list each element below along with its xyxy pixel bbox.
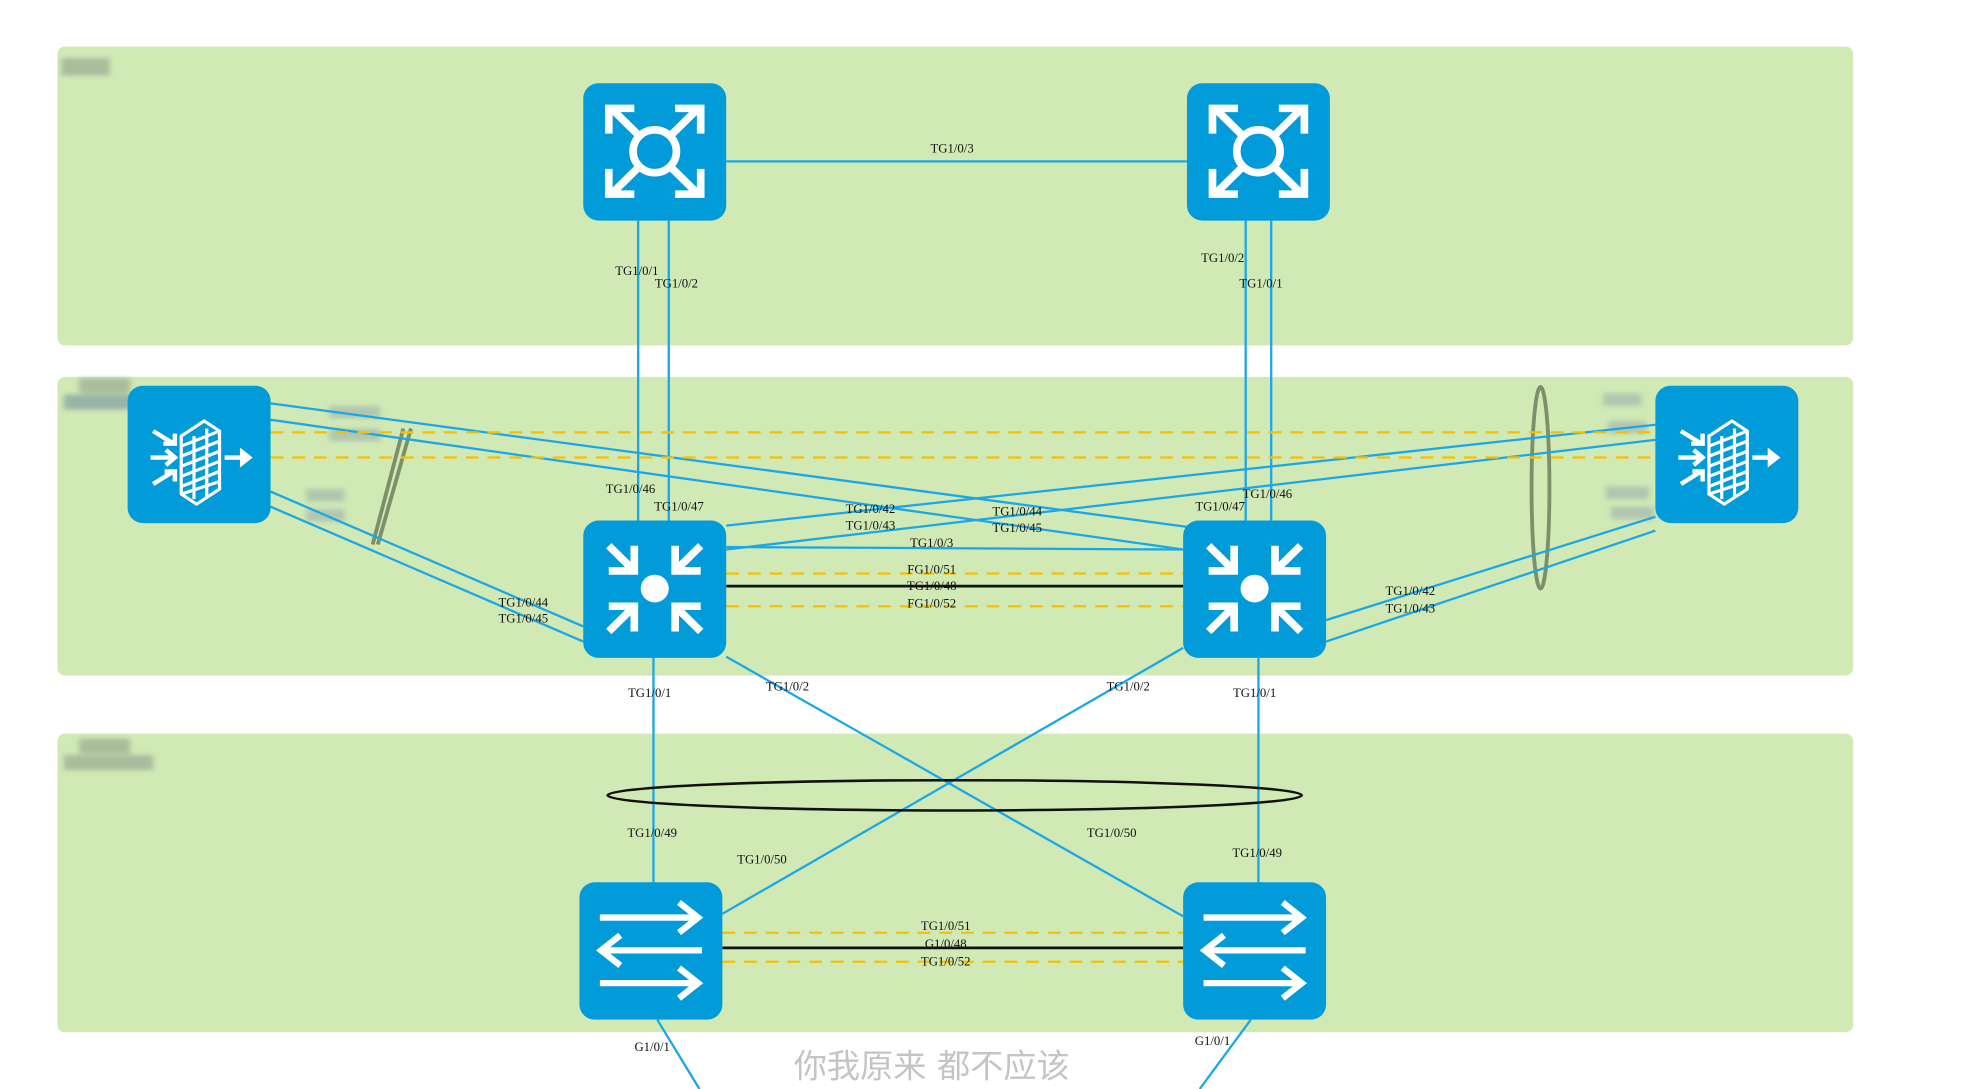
port-label: TG1/0/2 bbox=[766, 680, 809, 694]
link bbox=[725, 655, 1184, 918]
zone-access bbox=[57, 733, 1854, 1033]
port-label: TG1/0/42 bbox=[1386, 584, 1436, 598]
port-label: FG1/0/51 bbox=[907, 563, 956, 577]
device-body bbox=[583, 83, 727, 221]
aggregation-switch-right[interactable] bbox=[1183, 520, 1327, 658]
port-label: TG1/0/1 bbox=[628, 686, 671, 700]
device-body bbox=[127, 385, 271, 524]
port-label: TG1/0/47 bbox=[1195, 500, 1245, 514]
link bbox=[270, 402, 1188, 528]
port-label: G1/0/48 bbox=[925, 937, 967, 951]
zone-aggregation bbox=[57, 376, 1854, 676]
link bbox=[1198, 1019, 1252, 1089]
port-label: TG1/0/47 bbox=[654, 500, 704, 514]
port-label: TG1/0/52 bbox=[921, 955, 971, 969]
device-body bbox=[1186, 83, 1330, 221]
core-router-right[interactable] bbox=[1186, 83, 1330, 221]
link bbox=[270, 490, 584, 628]
port-label: G1/0/1 bbox=[634, 1040, 669, 1054]
zone-core bbox=[57, 46, 1854, 346]
access-switch-right[interactable] bbox=[1183, 882, 1327, 1020]
port-label: TG1/0/51 bbox=[921, 919, 971, 933]
port-label: TG1/0/2 bbox=[655, 276, 698, 290]
port-label: G1/0/1 bbox=[1195, 1034, 1230, 1048]
firewall-right[interactable] bbox=[1655, 385, 1799, 524]
link bbox=[270, 505, 584, 643]
port-label: TG1/0/43 bbox=[846, 518, 896, 532]
port-label: TG1/0/2 bbox=[1107, 680, 1150, 694]
port-label: TG1/0/49 bbox=[1232, 846, 1282, 860]
port-label: TG1/0/45 bbox=[498, 612, 548, 626]
link bbox=[726, 423, 1656, 527]
access-switch-left[interactable] bbox=[579, 882, 723, 1020]
link bbox=[270, 418, 1184, 551]
port-label: TG1/0/1 bbox=[1233, 686, 1276, 700]
device-body bbox=[1655, 385, 1799, 524]
port-label: TG1/0/50 bbox=[737, 852, 787, 866]
port-label: TG1/0/50 bbox=[1087, 826, 1137, 840]
irf-ring bbox=[606, 778, 1304, 812]
port-label: TG1/0/46 bbox=[1243, 487, 1293, 501]
firewall-left[interactable] bbox=[127, 385, 271, 524]
port-label: TG1/0/1 bbox=[1239, 276, 1282, 290]
port-label: TG1/0/2 bbox=[1201, 251, 1244, 265]
link bbox=[726, 438, 1656, 551]
port-label: TG1/0/42 bbox=[846, 502, 896, 516]
port-label: TG1/0/46 bbox=[606, 482, 656, 496]
port-label: TG1/0/48 bbox=[907, 579, 957, 593]
link bbox=[1325, 529, 1656, 643]
access-switch-icon bbox=[1204, 902, 1306, 998]
link bbox=[656, 1019, 701, 1089]
aggregation-switch-left[interactable] bbox=[583, 520, 727, 658]
port-label: TG1/0/45 bbox=[992, 521, 1042, 535]
port-label: TG1/0/44 bbox=[992, 505, 1042, 519]
watermark: 你我原来 都不应该 bbox=[794, 1047, 1070, 1086]
port-label: TG1/0/49 bbox=[627, 826, 677, 840]
lag-bundle-marks bbox=[370, 385, 1552, 591]
port-label: TG1/0/1 bbox=[615, 264, 658, 278]
link bbox=[1325, 515, 1656, 622]
port-label: FG1/0/52 bbox=[907, 597, 956, 611]
port-label: TG1/0/44 bbox=[498, 595, 548, 609]
port-label: TG1/0/3 bbox=[910, 536, 953, 550]
core-router-left[interactable] bbox=[583, 83, 727, 221]
port-label: TG1/0/3 bbox=[931, 142, 974, 156]
port-label: TG1/0/43 bbox=[1386, 602, 1436, 616]
access-switch-icon bbox=[600, 902, 702, 998]
links bbox=[270, 160, 1656, 1089]
link bbox=[726, 545, 1184, 551]
